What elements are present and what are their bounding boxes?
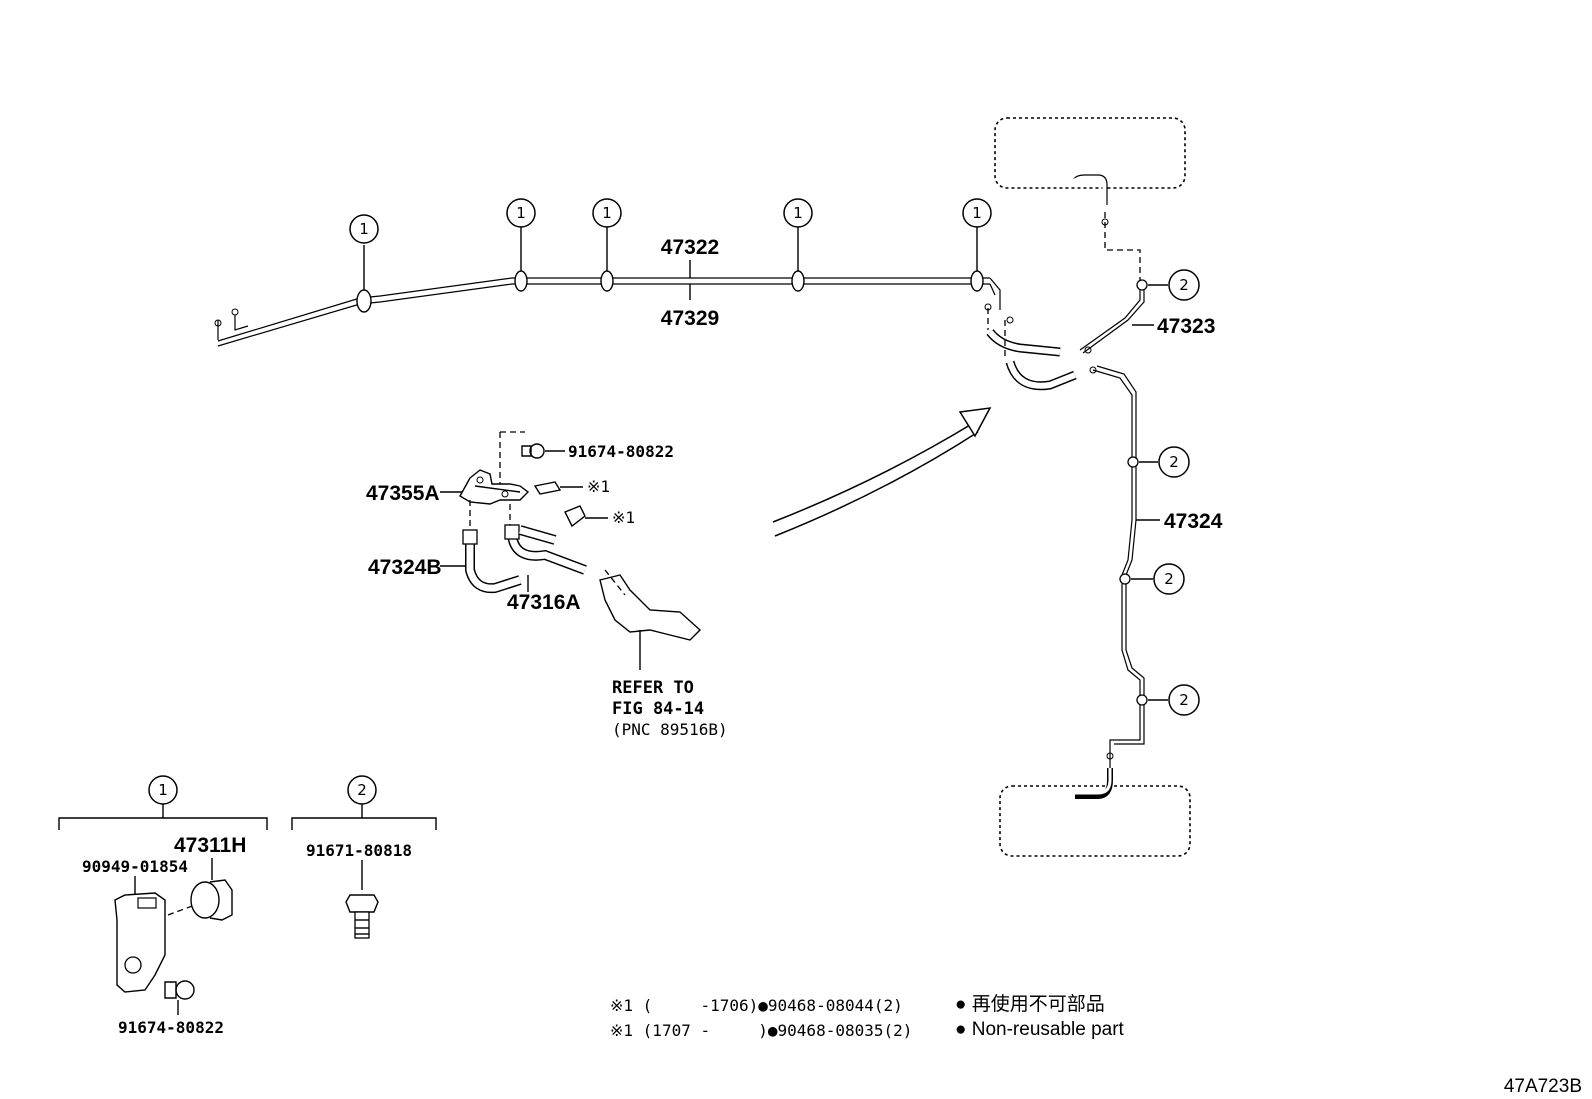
direction-arrow <box>772 407 992 537</box>
legend-english: ● Non-reusable part <box>955 1019 1125 1040</box>
bolt-91674-bottom-label: 91674-80822 <box>118 1018 224 1037</box>
part-47329-label: 47329 <box>661 307 719 330</box>
callout-number: 2 <box>1179 691 1189 709</box>
part-47324-label: 47324 <box>1164 510 1223 533</box>
hose-bracket-assembly <box>459 431 702 670</box>
callout-1-main-d: 1 <box>783 198 813 228</box>
clamp-set-detail: 1 47311H 90949-01854 91674-80822 <box>58 775 268 1037</box>
refer-line-1: REFER TO <box>612 678 694 698</box>
callout-2-tube-47324-c: 2 <box>1168 684 1200 716</box>
diagram-id: 47A723B <box>1504 1076 1582 1097</box>
callout-number: 2 <box>1169 453 1179 471</box>
part-91671-label: 91671-80818 <box>306 841 412 860</box>
part-47311H-label: 47311H <box>174 834 246 857</box>
callout-number: 1 <box>793 204 803 222</box>
callout-number: 2 <box>357 781 367 799</box>
part-47355A-label: 47355A <box>366 482 440 505</box>
refer-line-3: (PNC 89516B) <box>612 720 728 739</box>
part-47323-label: 47323 <box>1157 315 1215 338</box>
bolt-91674-top-label: 91674-80822 <box>568 442 674 461</box>
part-90949-label: 90949-01854 <box>82 857 188 876</box>
note-row-2: ※1 (1707 - )●90468-08035(2) <box>610 1021 912 1040</box>
part-47324B-label: 47324B <box>368 556 442 579</box>
refer-line-2: FIG 84-14 <box>612 699 704 719</box>
callout-number: 1 <box>359 220 369 238</box>
main-tube-clamps <box>356 227 984 313</box>
legend-japanese: ● 再使用不可部品 <box>955 993 1105 1015</box>
upper-component-box <box>994 117 1186 189</box>
callout-number: 1 <box>602 204 612 222</box>
callout-1-main-a: 1 <box>349 214 379 244</box>
callout-1-main-b: 1 <box>506 198 536 228</box>
lower-component-box <box>999 785 1191 857</box>
callout-number: 1 <box>972 204 982 222</box>
callout-number: 2 <box>1179 276 1189 294</box>
callout-number: 2 <box>1164 570 1174 588</box>
callout-2-tube-47324-a: 2 <box>1158 446 1190 478</box>
mark-1-label-b: ※1 <box>612 508 635 527</box>
note-row-1: ※1 ( -1706)●90468-08044(2) <box>610 996 903 1015</box>
callout-2-tube-47323: 2 <box>1168 269 1200 301</box>
main-brake-tube <box>214 277 1001 347</box>
part-47316A-label: 47316A <box>507 591 581 614</box>
callout-number: 1 <box>516 204 526 222</box>
part-47322-label: 47322 <box>661 236 719 259</box>
mark-1-label-a: ※1 <box>587 477 610 496</box>
callout-2-tube-47324-b: 2 <box>1153 563 1185 595</box>
callout-1-main-e: 1 <box>962 198 992 228</box>
callout-number: 1 <box>158 781 168 799</box>
callout-1-main-c: 1 <box>592 198 622 228</box>
bolt-set-detail: 2 91671-80818 <box>291 775 437 939</box>
